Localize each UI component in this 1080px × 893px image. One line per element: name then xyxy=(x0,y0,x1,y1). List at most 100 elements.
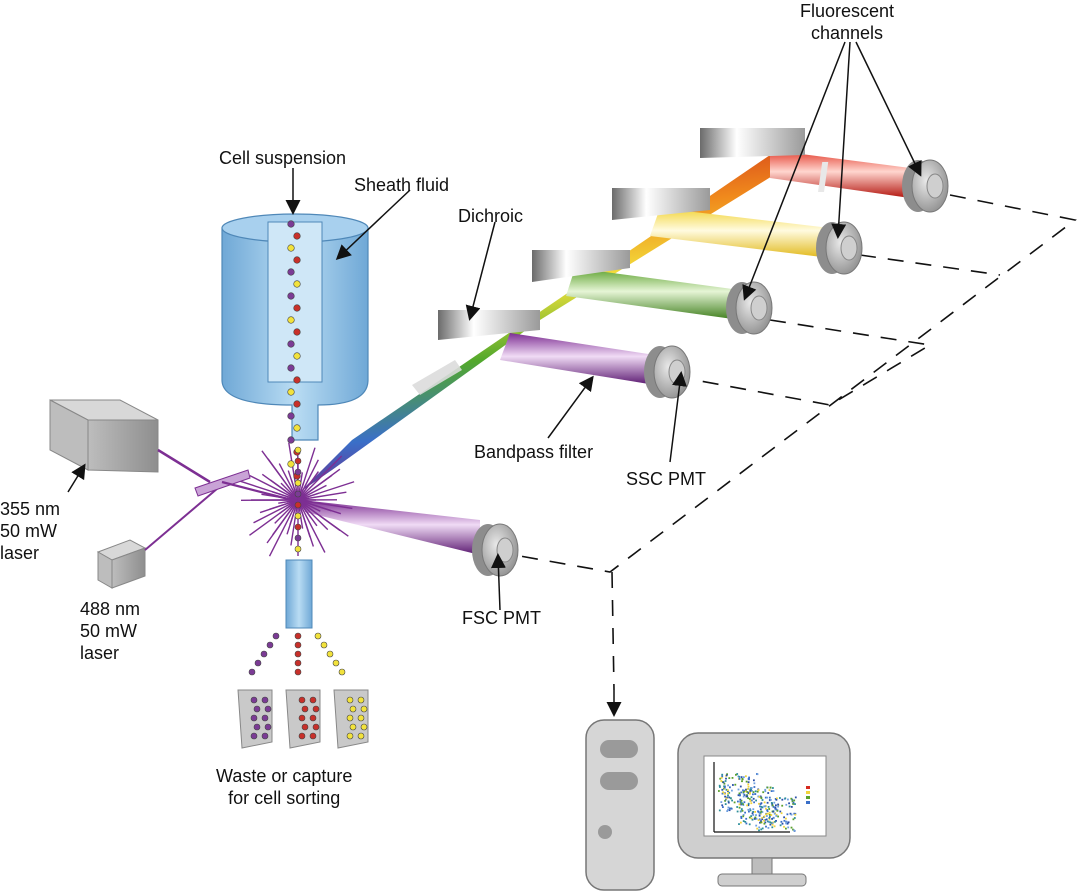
plot-dot xyxy=(752,811,754,813)
plot-dot xyxy=(767,812,769,815)
plot-dot xyxy=(725,797,728,800)
green-beam xyxy=(566,268,740,320)
plot-dot xyxy=(745,780,748,783)
plot-dot xyxy=(759,811,762,814)
plot-dot xyxy=(767,827,770,829)
scatter-ray xyxy=(269,499,299,510)
plot-dot xyxy=(759,808,762,811)
cell-particle xyxy=(294,512,302,520)
plot-dot xyxy=(766,820,769,823)
plot-dot xyxy=(751,812,754,815)
plot-dot xyxy=(719,786,721,788)
plot-dot xyxy=(724,795,726,798)
cell-particle xyxy=(248,668,256,676)
cell-particle xyxy=(294,632,302,640)
plot-dot xyxy=(764,819,767,821)
cell-particle xyxy=(287,220,295,228)
plot-dot xyxy=(765,807,767,810)
plot-dot xyxy=(736,773,739,775)
plot-dot xyxy=(758,826,761,829)
plot-dot xyxy=(792,818,795,821)
plot-dot xyxy=(755,817,758,820)
plot-dot xyxy=(743,776,745,779)
plot-dot xyxy=(794,803,796,805)
plot-dot xyxy=(738,776,741,778)
plot-dot xyxy=(783,825,785,828)
plot-dot xyxy=(747,802,750,805)
plot-dot xyxy=(746,795,749,798)
plot-dot xyxy=(727,806,730,809)
plot-dot xyxy=(790,813,793,816)
scatter-ray xyxy=(236,479,299,501)
cell-particle xyxy=(250,696,258,704)
flow-nozzle xyxy=(221,213,369,629)
plot-dot xyxy=(757,795,760,798)
plot-dot xyxy=(752,814,755,816)
plot-dot xyxy=(734,783,737,786)
plot-dot xyxy=(774,807,777,810)
scatter-ray xyxy=(253,499,299,524)
pointer-arrows xyxy=(67,41,922,717)
cell-particle xyxy=(298,696,306,704)
plot-dot xyxy=(747,797,749,799)
scatter-ray xyxy=(272,499,299,536)
plot-dot xyxy=(732,784,734,786)
plot-dot xyxy=(761,799,764,801)
plot-dot xyxy=(758,802,760,805)
plot-dot xyxy=(763,801,766,804)
plot-dot xyxy=(740,817,743,819)
cell-particle xyxy=(264,723,272,731)
plot-dot xyxy=(748,816,751,819)
cell-particle xyxy=(250,714,258,722)
plot-dot xyxy=(725,788,728,791)
plot-dot xyxy=(746,804,748,807)
label-dichroic: Dichroic xyxy=(458,206,524,226)
plot-dot xyxy=(751,789,753,792)
plot-dot xyxy=(750,802,753,805)
cell-particle xyxy=(287,268,295,276)
cell-particle xyxy=(346,732,354,740)
cell-particle xyxy=(254,659,262,667)
plot-dot xyxy=(749,809,752,812)
plot-dot xyxy=(738,806,741,809)
plot-dot xyxy=(753,818,756,820)
plot-dot xyxy=(749,788,752,791)
plot-dot xyxy=(793,812,796,815)
plot-dot xyxy=(745,817,748,820)
plot-dot xyxy=(739,798,742,801)
plot-dot xyxy=(761,827,764,830)
plot-dot xyxy=(790,806,793,808)
plot-dot xyxy=(742,792,745,795)
plot-dot xyxy=(750,799,753,802)
plot-dot xyxy=(768,814,771,816)
scatter-ray xyxy=(297,499,332,512)
cell-particle xyxy=(309,696,317,704)
plot-dot xyxy=(749,800,752,802)
scatter-ray xyxy=(249,474,299,501)
plot-dot xyxy=(722,806,724,808)
plot-dot xyxy=(764,788,767,791)
plot-dot xyxy=(768,817,771,819)
cell-particle xyxy=(294,534,302,542)
cell-particle xyxy=(309,714,317,722)
plot-dot xyxy=(785,817,787,820)
cell-particle xyxy=(250,732,258,740)
cell-particle xyxy=(294,457,302,465)
plot-dot xyxy=(761,818,764,821)
plot-dot xyxy=(763,819,765,822)
scatter-ray xyxy=(297,484,327,501)
plot-dot xyxy=(762,791,765,794)
plot-dot xyxy=(738,778,741,780)
cell-particle xyxy=(294,479,302,487)
cell-particle xyxy=(287,388,295,396)
cell-particle xyxy=(293,376,301,384)
cell-particle xyxy=(346,714,354,722)
plot-dot xyxy=(739,785,742,788)
plot-dot xyxy=(783,819,786,822)
plot-dot xyxy=(767,806,770,808)
cell-particle xyxy=(326,650,334,658)
plot-dot xyxy=(763,805,766,808)
plot-dot xyxy=(765,818,768,821)
cell-particle xyxy=(293,256,301,264)
plot-dot xyxy=(733,801,736,804)
